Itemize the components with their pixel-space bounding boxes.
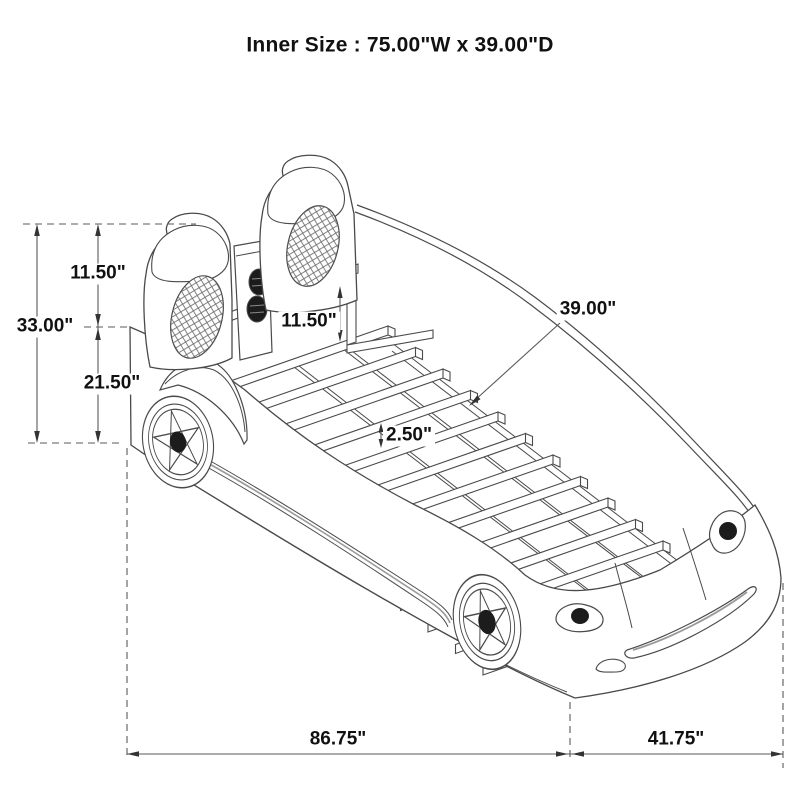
car-body — [129, 326, 782, 699]
seat-left — [143, 212, 233, 371]
dim-base-height: 21.50" — [80, 373, 144, 395]
dimension-lines — [23, 223, 784, 768]
front-wheel — [452, 573, 522, 671]
seat-right-cushion-hatch — [286, 205, 340, 287]
side-stripe — [204, 457, 453, 628]
seat-right — [259, 154, 358, 313]
front-wheel-hub — [478, 609, 496, 635]
far-side-rail — [354, 204, 762, 523]
headlight-front-left — [555, 603, 604, 633]
dimension-arrowheads — [34, 224, 783, 757]
headlight-front-right — [709, 510, 746, 554]
rear-wheel-hub — [169, 431, 187, 453]
hood-seam-right — [682, 527, 707, 601]
dim-front-overhang: 41.75" — [644, 729, 708, 751]
hood-seam-left — [614, 562, 633, 629]
dim-slat-length: 39.00" — [556, 299, 620, 321]
dim-total-height: 33.00" — [13, 316, 77, 338]
deck-edge-bar — [346, 329, 434, 354]
dim-headboard-top: 11.50" — [67, 263, 129, 285]
seat-left-headrest — [151, 224, 230, 283]
bumper-vent-swoosh — [624, 586, 757, 659]
dim-slat-thickness: 2.50" — [383, 425, 435, 447]
bumper-detail-blob — [595, 658, 626, 673]
dim-inner-rail-height: 11.50" — [278, 311, 340, 333]
diagram-title: Inner Size : 75.00"W x 39.00"D — [243, 33, 557, 57]
rear-wheel — [141, 395, 215, 489]
seat-left-cushion-hatch — [170, 275, 224, 359]
dim-overall-length: 86.75" — [306, 729, 370, 751]
